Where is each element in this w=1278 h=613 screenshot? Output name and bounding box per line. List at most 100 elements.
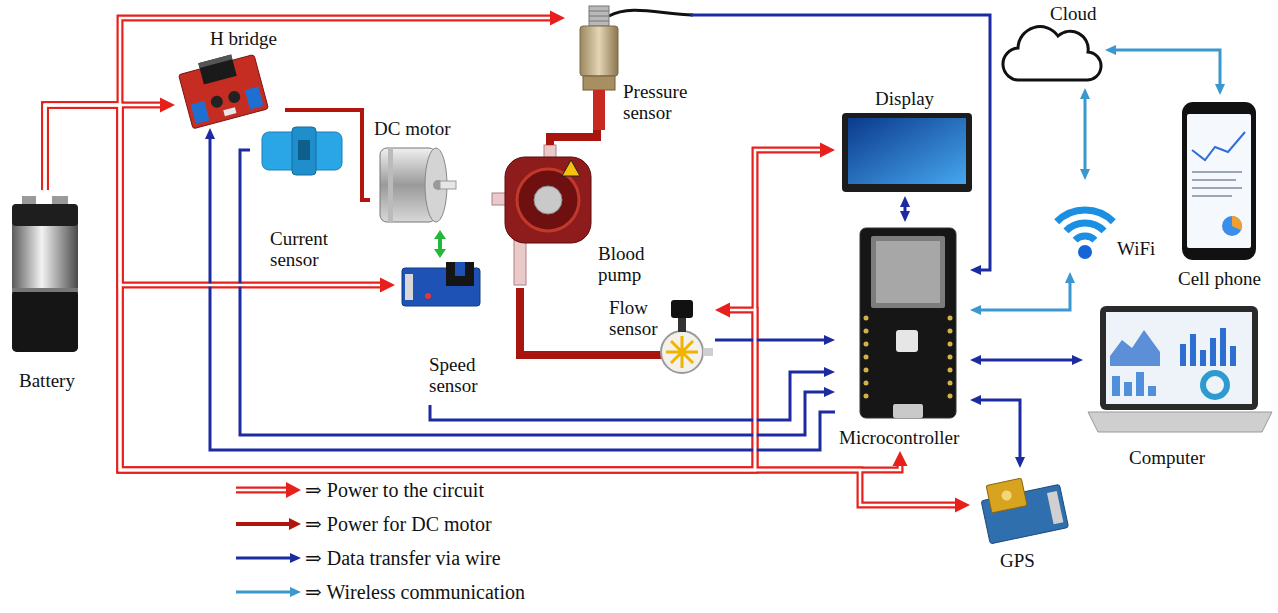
- wifi-icon: [1066, 223, 1104, 231]
- cell-phone-icon: [1192, 172, 1242, 196]
- component-label: GPS: [1000, 550, 1035, 571]
- cell-phone-icon: [1182, 102, 1256, 260]
- arrow-head: [824, 387, 835, 397]
- legend-samples: [236, 489, 288, 492]
- component-node: Microcontroller: [835, 222, 970, 451]
- arrow-head: [1080, 88, 1090, 99]
- flow-sensor-icon: [661, 331, 703, 373]
- gps-module: [978, 471, 1068, 544]
- legend-text: ⇒ Data transfer via wire: [305, 547, 501, 569]
- component-label: Microcontroller: [839, 427, 959, 448]
- current-sensor-icon: [262, 127, 342, 175]
- microcontroller-board: [871, 236, 945, 308]
- component-label: Blood pump: [598, 243, 644, 285]
- arrow-head: [434, 249, 446, 258]
- arrow-head: [955, 498, 970, 513]
- legend-samples: [236, 591, 291, 594]
- laptop-icon: [1148, 386, 1156, 396]
- laptop-icon: [1210, 338, 1216, 366]
- data-wire: [210, 138, 835, 450]
- wireless-link: [980, 282, 1070, 310]
- component-label: WiFi: [1117, 238, 1155, 259]
- power-wire: [45, 105, 821, 470]
- current-sensor-icon: [292, 127, 316, 175]
- motor-power-wire: [285, 110, 370, 200]
- microcontroller-board: [864, 316, 869, 321]
- laptop-icon: [1180, 344, 1186, 366]
- speed-sensor-icon: [405, 274, 413, 300]
- legend-samples: [286, 482, 301, 498]
- component-node: H bridge: [175, 28, 285, 128]
- pressure-sensor-icon: [583, 76, 615, 90]
- component-label: Display: [875, 88, 934, 109]
- blood-tube: [520, 288, 605, 355]
- microcontroller-board: [948, 342, 953, 347]
- microcontroller-board: [948, 381, 953, 386]
- battery-icon: [12, 204, 78, 226]
- component-label: Flow sensor: [609, 297, 658, 339]
- cloud-icon: [1003, 27, 1101, 80]
- component-node: Flow sensor: [605, 295, 715, 380]
- h-bridge-board: [179, 55, 269, 129]
- component-label: Battery: [19, 370, 75, 391]
- laptop-icon: [1106, 312, 1252, 404]
- arrow-head: [970, 355, 981, 365]
- arrow-head: [1080, 169, 1090, 180]
- pressure-sensor-icon: [593, 90, 605, 130]
- legend-samples: [290, 553, 301, 563]
- flow-sensor-icon: [671, 300, 693, 318]
- dc-motor-icon: [388, 148, 393, 222]
- microcontroller-board: [864, 355, 869, 360]
- arrow-head: [900, 211, 910, 222]
- legend-samples: [236, 482, 301, 597]
- microcontroller-board: [948, 355, 953, 360]
- cell-phone-icon: [1222, 216, 1242, 236]
- arrow-head: [205, 128, 215, 139]
- component-label: Cell phone: [1178, 268, 1261, 289]
- laptop-icon: [1203, 373, 1227, 397]
- microcontroller-board: [948, 316, 953, 321]
- blood-pump-icon: [514, 238, 526, 285]
- coupling-arrow: [438, 238, 442, 250]
- power-wire: [45, 105, 381, 285]
- arrow-head: [1015, 457, 1025, 468]
- speed-sensor-icon: [402, 262, 480, 306]
- microcontroller-board: [864, 342, 869, 347]
- h-bridge-board: [198, 54, 237, 84]
- wifi-icon: [1078, 245, 1092, 259]
- legend-text: ⇒ Power to the circuit: [305, 479, 484, 501]
- component-node: WiFi: [1035, 180, 1165, 272]
- pressure-sensor-icon: [609, 10, 693, 16]
- display-icon: [842, 113, 972, 192]
- h-bridge-board: [198, 54, 232, 68]
- component-node: Pressure sensor: [565, 3, 690, 130]
- blood-pump-icon: [562, 160, 580, 176]
- component-node: Blood pump: [490, 145, 647, 288]
- data-wire: [715, 339, 825, 342]
- gps-module: [986, 478, 1027, 513]
- arrow-head: [970, 395, 981, 405]
- component-label: Current sensor: [270, 228, 328, 270]
- component-label: DC motor: [374, 118, 451, 139]
- laptop-icon: [1200, 350, 1206, 366]
- power-wire: [45, 105, 900, 470]
- laptop-icon: [1230, 346, 1236, 366]
- h-bridge-board: [177, 49, 268, 129]
- microcontroller-board: [860, 228, 956, 418]
- component-node: DC motor: [370, 118, 460, 230]
- blood-tube: [550, 130, 597, 145]
- legend-samples: [236, 487, 288, 494]
- connector-heads: [160, 11, 1225, 513]
- power-wire: [45, 105, 755, 470]
- microcontroller-board: [864, 329, 869, 334]
- component-node: Current sensor: [250, 122, 355, 273]
- microcontroller-board: [948, 368, 953, 373]
- cell-phone-icon: [1232, 216, 1242, 230]
- laptop-icon: [1190, 334, 1196, 366]
- cell-phone-icon: [1192, 132, 1245, 160]
- cloud-icon: [1003, 27, 1101, 80]
- data-wire: [430, 372, 825, 420]
- data-wire: [980, 400, 1020, 458]
- cell-phone-icon: [1187, 114, 1251, 248]
